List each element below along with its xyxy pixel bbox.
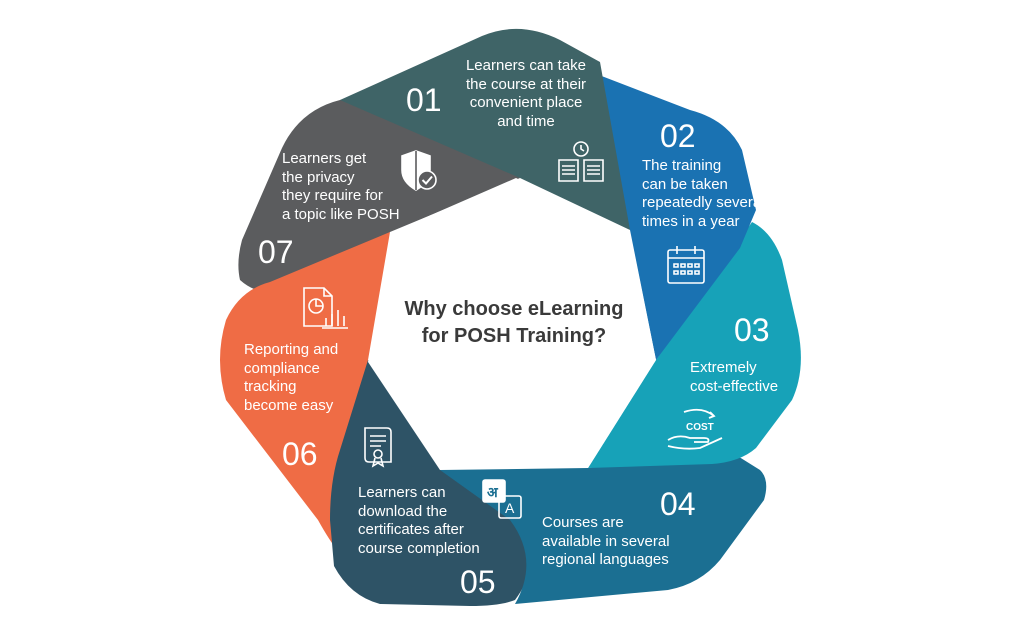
cost-label: COST xyxy=(686,422,714,433)
language-label-2: A xyxy=(505,500,515,516)
segment-02-number: 02 xyxy=(660,118,696,154)
segment-05-text: Learners can download the certificates a… xyxy=(358,484,480,557)
segment-04-number: 04 xyxy=(660,486,696,522)
segment-05-shape xyxy=(330,360,546,606)
language-label-1: अ xyxy=(487,485,499,501)
segment-06-number: 06 xyxy=(282,436,318,472)
segment-07-number: 07 xyxy=(258,234,294,270)
center-hole xyxy=(368,178,656,470)
segment-01-shape xyxy=(340,28,630,231)
segment-03-number: 03 xyxy=(734,312,770,348)
segment-04-shape xyxy=(440,450,767,604)
center-title: Why choose eLearning for POSH Training? xyxy=(372,296,656,350)
center-title-line-1: Why choose eLearning xyxy=(404,298,624,320)
segment-07-text: Learners get the privacy they require fo… xyxy=(282,150,400,223)
segment-06-text: Reporting and compliance tracking become… xyxy=(244,341,339,414)
segment-03-shape xyxy=(588,222,801,468)
segment-05-number: 05 xyxy=(460,564,496,600)
segment-02-text: The training can be taken repeatedly sev… xyxy=(642,157,765,230)
center-title-line-2: for POSH Training? xyxy=(421,325,607,347)
segment-01-number: 01 xyxy=(406,82,442,118)
segment-01-text: Learners can take the course at their co… xyxy=(465,57,587,130)
segment-04-text: Courses are available in several regiona… xyxy=(542,514,670,568)
segment-03-text: Extremely cost-effective xyxy=(690,359,779,395)
